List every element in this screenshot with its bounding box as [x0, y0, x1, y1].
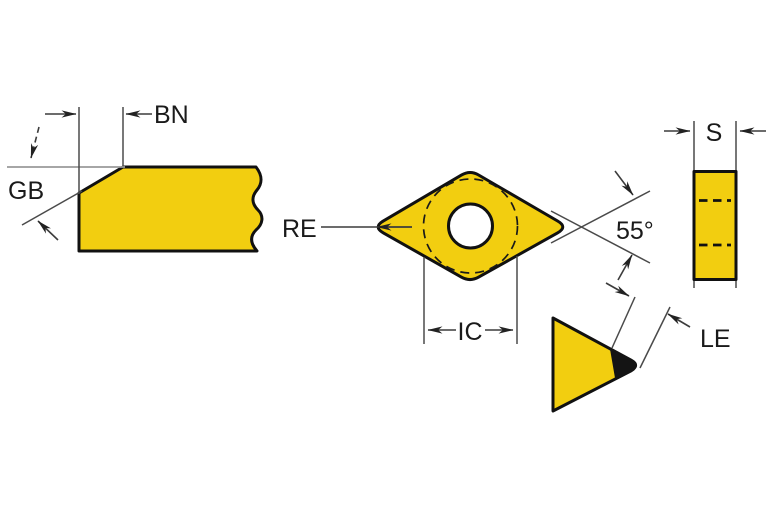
angle-arrow-lower — [617, 254, 633, 281]
insert-top-view: RE IC 55° — [282, 170, 654, 346]
gb-angle-arrow-upper — [30, 126, 40, 159]
insert-thickness-rect — [692, 170, 738, 281]
bn-label: BN — [154, 101, 189, 129]
s-label: S — [706, 119, 723, 147]
le-label: LE — [700, 325, 731, 353]
angle-line-lower — [550, 210, 651, 264]
le-ext-line-outer — [639, 306, 671, 369]
le-arrow-lower — [667, 313, 691, 328]
ic-label: IC — [458, 318, 483, 346]
gb-angle-arrow-lower — [37, 220, 59, 241]
center-hole — [447, 202, 494, 250]
chamfer-extension-line — [21, 190, 83, 226]
insert-side-profile — [77, 165, 264, 253]
le-ext-line-inner — [611, 296, 636, 349]
cutting-edge-view: LE — [551, 282, 731, 413]
side-view-chamfer: BN GB — [7, 101, 264, 253]
angle-label: 55° — [616, 217, 654, 245]
cutting-edge-tip — [610, 348, 637, 379]
le-arrow-upper — [605, 282, 630, 297]
thickness-view: S — [664, 119, 766, 288]
angle-arrow-upper — [614, 170, 634, 196]
re-label: RE — [282, 215, 317, 243]
inscribed-circle — [422, 178, 519, 274]
angle-line-upper — [550, 190, 651, 244]
gb-label: GB — [8, 177, 44, 205]
